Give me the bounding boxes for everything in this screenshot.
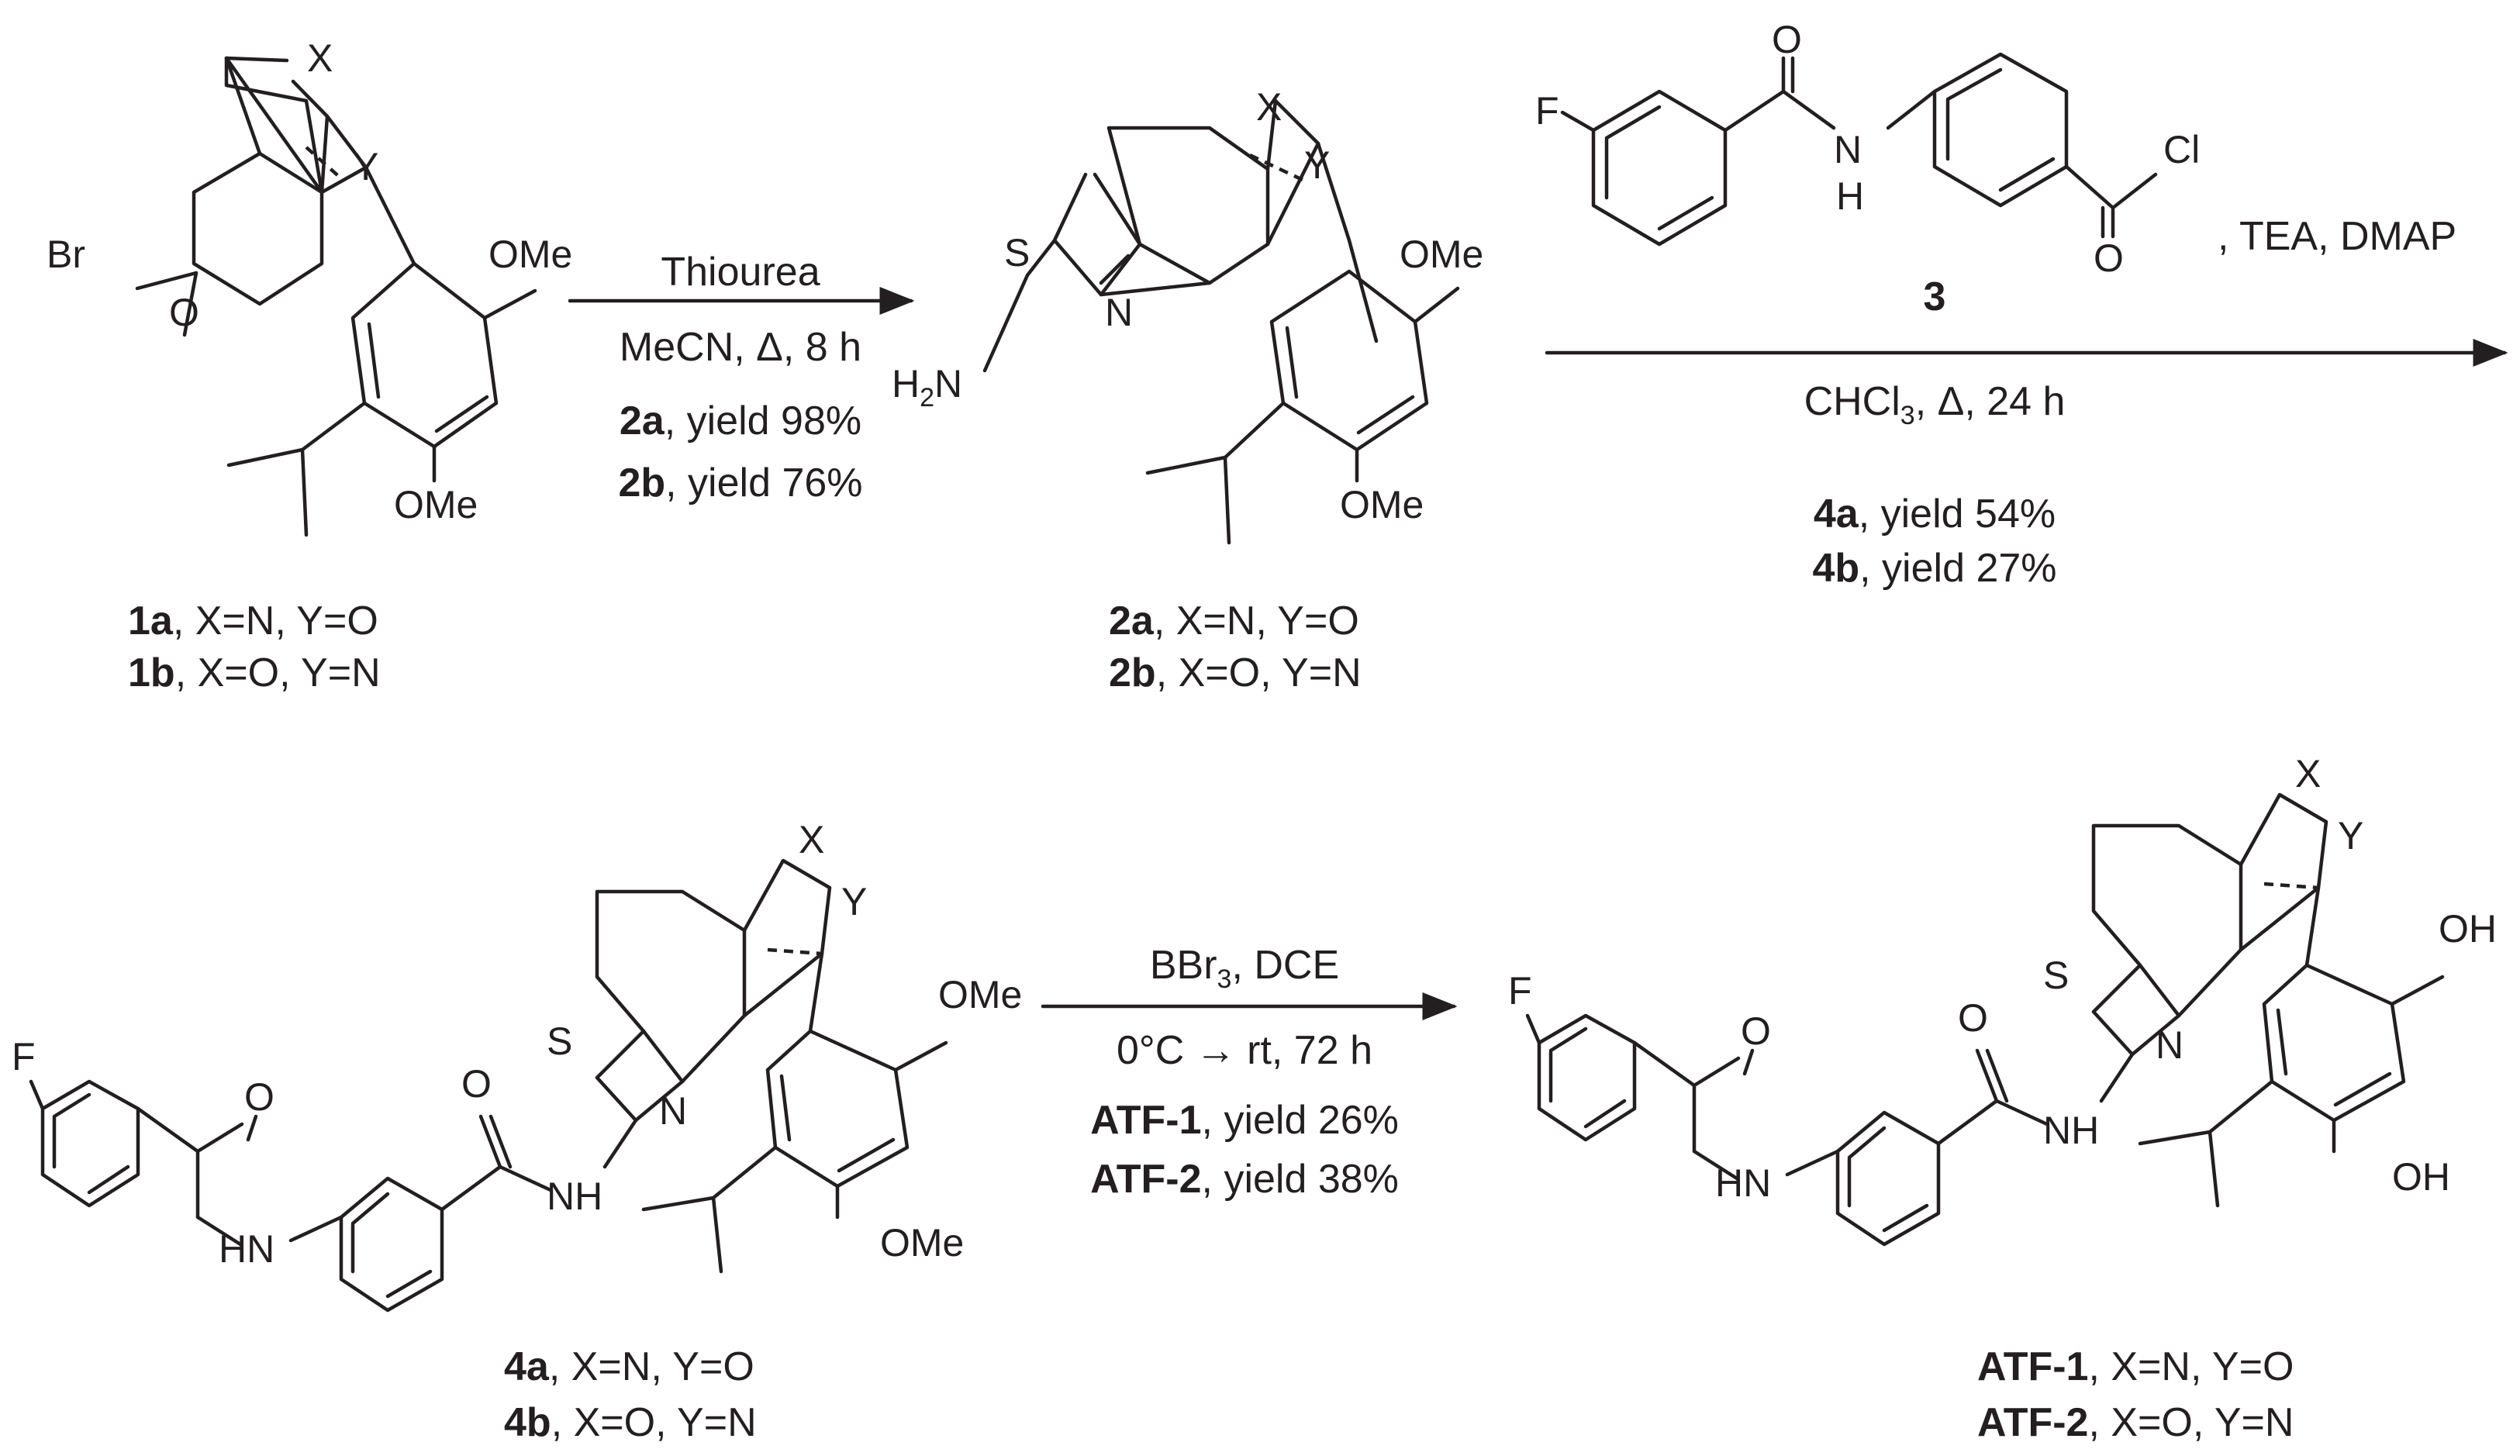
c4-atom-x: X — [799, 818, 824, 861]
compound-2-structure — [982, 98, 1460, 545]
c2-atom-s: S — [1004, 231, 1030, 274]
label-1a: 1a, X=N, Y=O — [128, 599, 378, 643]
step3-yield-atf1: ATF-1, yield 26% — [1090, 1098, 1399, 1143]
c4-atom-y: Y — [841, 880, 867, 923]
c3-atom-o2: O — [2094, 236, 2124, 280]
step1-yield-2a: 2a, yield 98% — [620, 399, 861, 443]
c2-atom-ome2: OMe — [1340, 483, 1424, 526]
step2-reagent-extra: , TEA, DMAP — [2218, 214, 2456, 259]
label-atf-1: ATF-1, X=N, Y=O — [1977, 1344, 2294, 1389]
c1-atom-o: O — [169, 291, 199, 334]
c2-atom-n-ring: N — [1105, 291, 1133, 334]
atf-atom-y: Y — [2338, 814, 2363, 857]
label-2b: 2b, X=O, Y=N — [1109, 650, 1362, 695]
atf-atom-s: S — [2043, 954, 2069, 997]
label-4b: 4b, X=O, Y=N — [504, 1400, 757, 1445]
reagent-3-structure — [1560, 52, 2158, 247]
c2-atom-ome1: OMe — [1400, 233, 1483, 276]
step1-yield-2b: 2b, yield 76% — [618, 461, 862, 505]
c1-atom-ome1: OMe — [488, 233, 572, 276]
step2-yield-4a: 4a, yield 54% — [1814, 492, 2056, 537]
atf-atom-oh2: OH — [2392, 1155, 2450, 1199]
c4-atom-s: S — [547, 1020, 572, 1063]
c4-atom-hn: HN — [219, 1227, 274, 1271]
label-4a: 4a, X=N, Y=O — [504, 1344, 754, 1389]
c4-atom-o2: O — [461, 1062, 492, 1106]
c2-atom-h2n: H2N — [892, 362, 962, 412]
step3-conditions: 0°C → rt, 72 h — [1117, 1028, 1372, 1073]
c3-atom-h: H — [1836, 174, 1864, 218]
c4-atom-o1: O — [244, 1075, 274, 1119]
c2-atom-y: Y — [1304, 143, 1330, 187]
compound-4-structure — [29, 858, 948, 1313]
compound-1-structure — [135, 56, 537, 537]
step2-yield-4b: 4b, yield 27% — [1812, 546, 2056, 591]
c3-atom-n: N — [1834, 128, 1862, 171]
atf-atom-x: X — [2295, 752, 2321, 795]
step1-conditions: MeCN, Δ, 8 h — [620, 325, 861, 370]
c3-atom-f: F — [1535, 89, 1559, 133]
atf-atom-hn: HN — [1715, 1161, 1771, 1205]
c4-atom-ome2: OMe — [880, 1221, 964, 1265]
atf-atom-f: F — [1508, 969, 1532, 1013]
atf-atom-n: N — [2156, 1023, 2183, 1067]
c1-atom-x: X — [307, 36, 333, 80]
atf-atom-oh1: OH — [2439, 907, 2497, 951]
label-3: 3 — [1924, 274, 1946, 319]
label-2a: 2a, X=N, Y=O — [1109, 599, 1359, 643]
step2-conditions: CHCl3, Δ, 24 h — [1804, 379, 2066, 430]
step1-reagent: Thiourea — [661, 250, 820, 295]
atf-atom-nh: NH — [2043, 1109, 2099, 1152]
c4-atom-f: F — [12, 1035, 36, 1078]
c1-atom-ome2: OMe — [394, 483, 478, 526]
step3-reagent: BBr3, DCE — [1150, 943, 1339, 994]
compound-atf-structure — [1525, 792, 2445, 1247]
c4-atom-nh: NH — [547, 1175, 602, 1218]
label-1b: 1b, X=O, Y=N — [128, 650, 381, 695]
step3-yield-atf2: ATF-2, yield 38% — [1090, 1157, 1399, 1202]
c4-atom-n: N — [659, 1089, 687, 1133]
label-atf-2: ATF-2, X=O, Y=N — [1977, 1400, 2294, 1445]
c1-atom-y: Y — [353, 145, 378, 188]
c4-atom-ome1: OMe — [938, 973, 1022, 1016]
c2-atom-x: X — [1256, 85, 1282, 129]
atf-atom-o1: O — [1741, 1009, 1771, 1053]
c3-atom-o1: O — [1772, 18, 1802, 61]
c1-atom-br: Br — [47, 233, 85, 276]
atf-atom-o2: O — [1958, 996, 1988, 1040]
c3-atom-cl: Cl — [2163, 128, 2200, 171]
